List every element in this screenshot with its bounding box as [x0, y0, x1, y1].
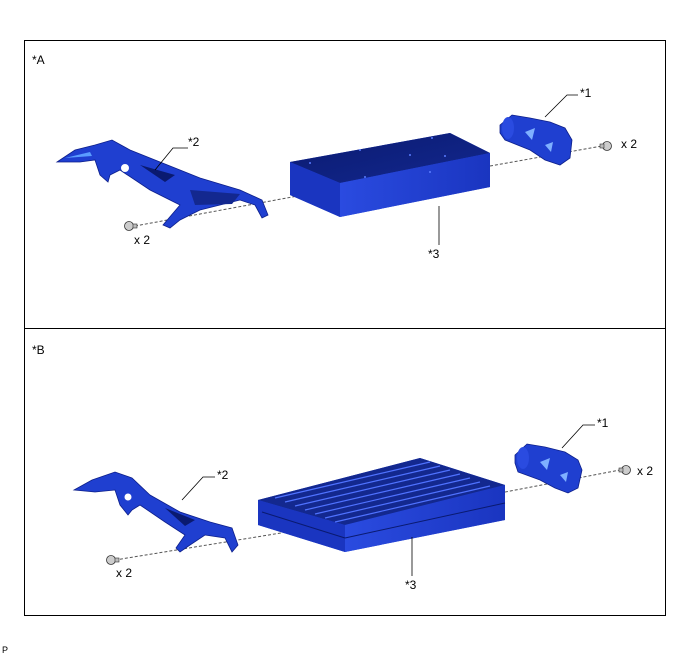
leader-line	[154, 147, 188, 171]
bolt-quantity-right: x 2	[621, 137, 637, 151]
bolt-icon	[106, 555, 120, 565]
callout-1: *1	[597, 416, 609, 430]
bolt-quantity-left: x 2	[134, 233, 150, 247]
connector-part-1	[499, 114, 573, 166]
bolt-icon	[599, 141, 612, 151]
figure-code: P	[2, 645, 9, 655]
panel-a-label: *A	[32, 53, 45, 67]
unit-part-3	[258, 458, 506, 552]
bolt-icon	[618, 465, 631, 475]
leader-line	[544, 94, 578, 118]
callout-1: *1	[580, 86, 592, 100]
callout-3: *3	[405, 578, 417, 592]
bracket-part-2	[55, 139, 269, 229]
leader-line	[561, 424, 595, 449]
callout-2: *2	[217, 468, 229, 482]
callout-3: *3	[428, 247, 440, 261]
unit-part-3	[290, 133, 490, 217]
panel-b-label: *B	[32, 343, 45, 357]
connector-part-1	[514, 443, 583, 494]
bolt-icon	[124, 221, 138, 231]
bracket-part-2	[72, 471, 239, 553]
leader-line	[181, 476, 215, 501]
callout-2: *2	[188, 135, 200, 149]
panel-a: *A	[32, 53, 637, 261]
panel-b: *B	[32, 343, 653, 592]
bolt-quantity-right: x 2	[637, 464, 653, 478]
bolt-quantity-left: x 2	[116, 566, 132, 580]
